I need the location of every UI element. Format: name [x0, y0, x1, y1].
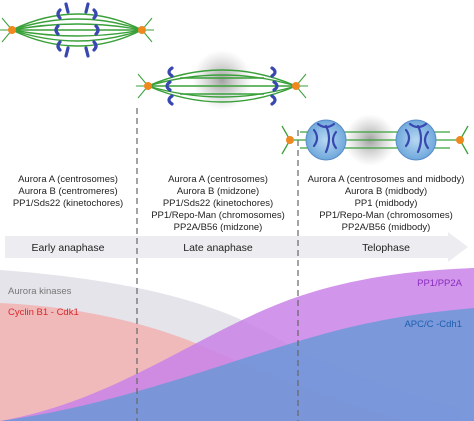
localization-line: PP2A/B56 (midbody)	[342, 222, 431, 233]
localization-line: PP1/Repo-Man (chromosomes)	[319, 210, 453, 221]
localization-line: Aurora B (midzone)	[177, 186, 259, 197]
localization-line: Aurora A (centrosomes)	[168, 174, 268, 185]
telophase-nucleus	[395, 119, 437, 161]
localization-line: PP1/Sds22 (kinetochores)	[13, 198, 123, 209]
localization-line: PP2A/B56 (midzone)	[174, 222, 263, 233]
late-anaphase-localizations: Aurora A (centrosomes) Aurora B (midzone…	[151, 174, 285, 233]
telophase-cells	[281, 114, 469, 166]
label-aurora-kinases: Aurora kinases	[8, 286, 72, 297]
localization-line: PP1 (midbody)	[355, 198, 418, 209]
label-apc-cdh1: APC/C -Cdh1	[404, 319, 462, 330]
centrosome	[144, 82, 152, 90]
phase-separators	[136, 108, 299, 421]
localization-line: PP1/Sds22 (kinetochores)	[163, 198, 273, 209]
centrosome	[286, 136, 294, 144]
centrosome	[292, 82, 300, 90]
phase-label-telophase: Telophase	[362, 242, 410, 254]
early-anaphase-localizations: Aurora A (centrosomes) Aurora B (centrom…	[13, 174, 123, 209]
localization-line: Aurora A (centrosomes)	[18, 174, 118, 185]
telophase-nucleus	[305, 119, 347, 161]
localization-line: Aurora B (midbody)	[345, 186, 427, 197]
phase-label-late-anaphase: Late anaphase	[183, 242, 253, 254]
localization-line: Aurora A (centrosomes and midbody)	[308, 174, 465, 185]
localization-line: PP1/Repo-Man (chromosomes)	[151, 210, 285, 221]
centrosome	[456, 136, 464, 144]
label-cyclin-cdk1: Cyclin B1 - Cdk1	[8, 307, 79, 318]
localization-line: Aurora B (centromeres)	[18, 186, 117, 197]
label-pp1-pp2a: PP1/PP2A	[417, 278, 463, 289]
early-anaphase-spindle	[0, 2, 154, 58]
centrosome	[138, 26, 146, 34]
activity-curves	[0, 268, 474, 421]
centrosome	[8, 26, 16, 34]
timeline-arrow	[5, 232, 468, 262]
apc-cdh1-area	[0, 308, 474, 421]
phase-label-early-anaphase: Early anaphase	[32, 242, 105, 254]
late-anaphase-spindle	[136, 50, 308, 110]
telophase-localizations: Aurora A (centrosomes and midbody) Auror…	[308, 174, 465, 233]
